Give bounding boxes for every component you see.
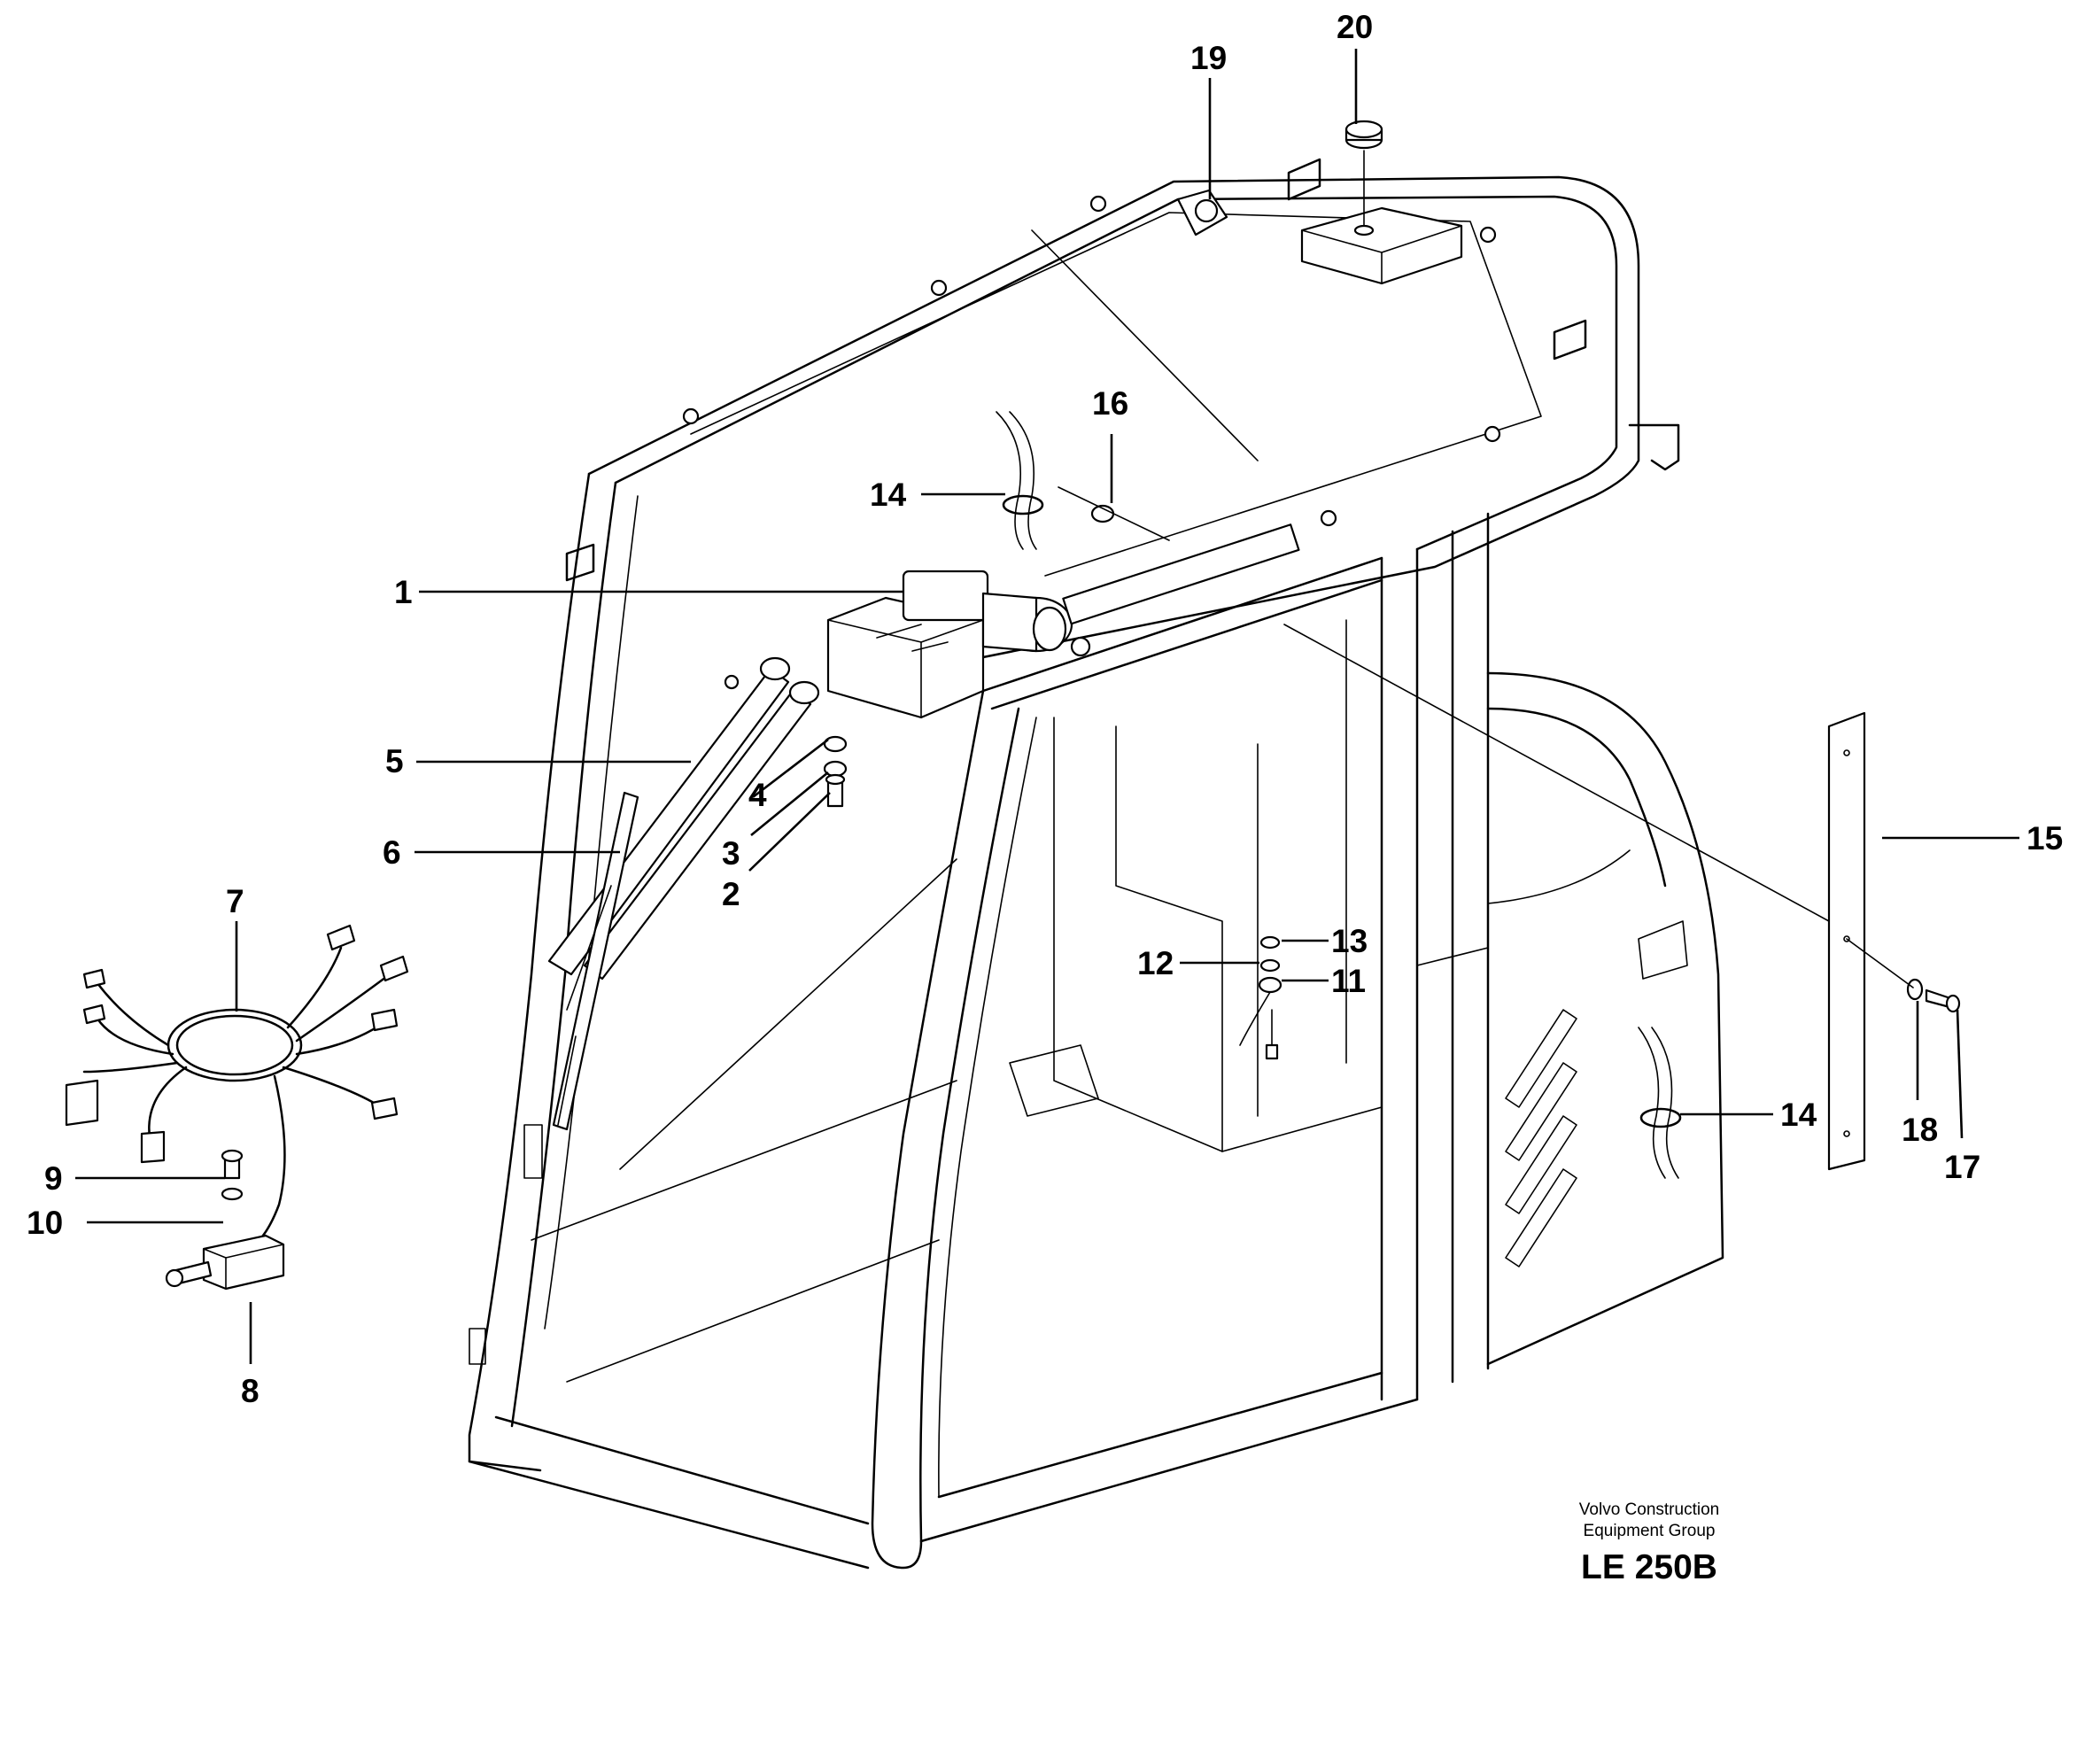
cable-tie-lower bbox=[1638, 1027, 1682, 1179]
callout-labels: 1 2 3 4 5 6 7 8 9 10 11 12 13 14 14 15 1… bbox=[27, 9, 2063, 1409]
strip-fasteners bbox=[1906, 978, 1961, 1013]
callout-14-lower: 14 bbox=[1780, 1097, 1817, 1133]
model-code: LE 250B bbox=[1581, 1548, 1717, 1586]
callout-4: 4 bbox=[748, 777, 767, 813]
roof-junction-box bbox=[1300, 206, 1463, 285]
callout-2: 2 bbox=[722, 876, 740, 912]
wiring-harness bbox=[65, 924, 409, 1251]
callout-3: 3 bbox=[722, 835, 740, 872]
callout-20: 20 bbox=[1337, 9, 1373, 45]
brand-line-1: Volvo Construction bbox=[1579, 1500, 1719, 1519]
ground-fasteners bbox=[1239, 935, 1282, 1060]
callout-5: 5 bbox=[385, 743, 404, 779]
brand-line-2: Equipment Group bbox=[1584, 1522, 1716, 1540]
callout-10: 10 bbox=[27, 1205, 63, 1241]
callout-15: 15 bbox=[2026, 820, 2063, 857]
callout-7: 7 bbox=[226, 883, 244, 919]
callout-18: 18 bbox=[1902, 1112, 1938, 1148]
callout-1: 1 bbox=[394, 574, 413, 610]
callout-9: 9 bbox=[44, 1160, 63, 1197]
leader-lines bbox=[75, 49, 2019, 1364]
cab-frame bbox=[468, 158, 1724, 1570]
roof-plug bbox=[1344, 120, 1383, 227]
roof-nut bbox=[1176, 189, 1228, 236]
callout-13: 13 bbox=[1331, 923, 1368, 959]
callout-12: 12 bbox=[1137, 945, 1174, 981]
wiper-switch bbox=[165, 1149, 285, 1291]
cover-strip bbox=[1827, 711, 1866, 1171]
wiper-blade bbox=[552, 791, 639, 1131]
callout-6: 6 bbox=[383, 834, 401, 871]
cable-tie-upper bbox=[996, 411, 1044, 550]
arm-fasteners bbox=[823, 735, 848, 808]
callout-11: 11 bbox=[1331, 963, 1366, 999]
callout-14-upper: 14 bbox=[870, 477, 907, 513]
callout-17: 17 bbox=[1944, 1149, 1980, 1185]
callout-19: 19 bbox=[1190, 40, 1227, 76]
footer: Volvo Construction Equipment Group LE 25… bbox=[1579, 1500, 1719, 1586]
callout-8: 8 bbox=[241, 1373, 260, 1409]
callout-16: 16 bbox=[1092, 385, 1128, 422]
wiper-motor bbox=[826, 523, 1300, 719]
grommet bbox=[1058, 486, 1170, 541]
